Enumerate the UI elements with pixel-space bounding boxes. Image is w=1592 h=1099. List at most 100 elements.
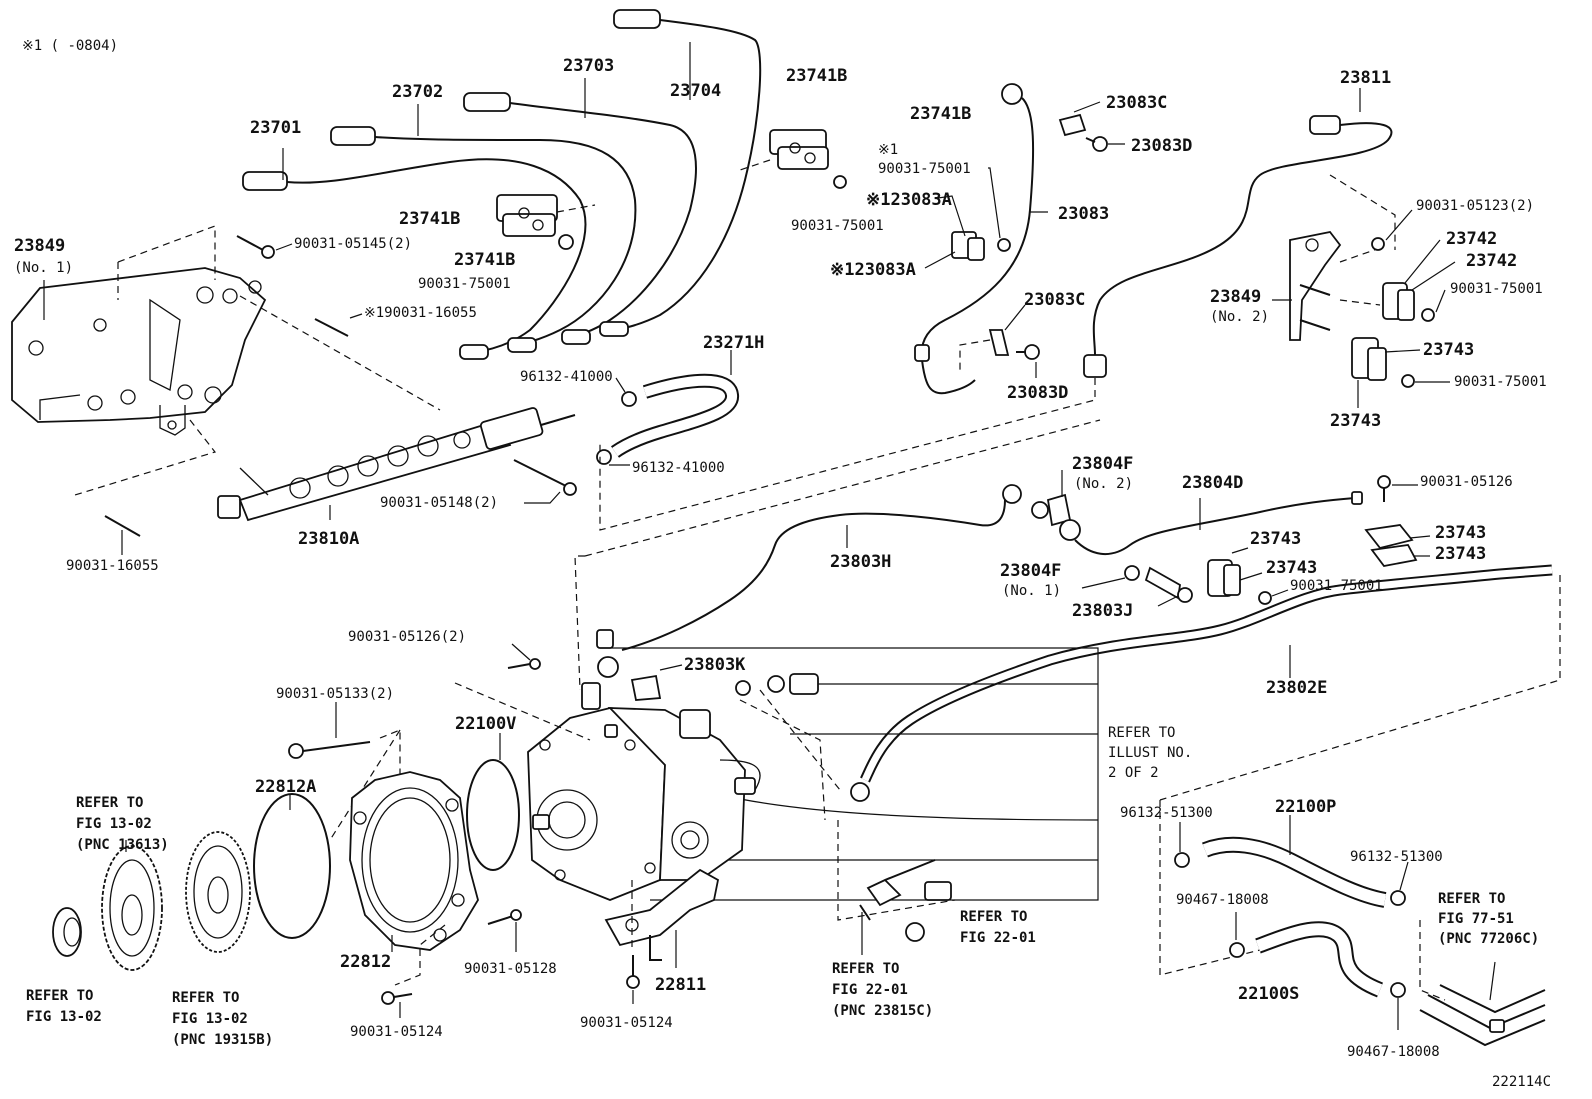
label-96132-41000-upper: 96132-41000	[520, 369, 613, 385]
o-ring-22812a	[253, 793, 331, 939]
label-23083d-lower: 23083D	[1007, 383, 1068, 403]
label-23703: 23703	[563, 56, 614, 76]
bracket-23849-no2	[1289, 231, 1342, 341]
clip-23083c-top	[1058, 113, 1108, 152]
label-90031-05124-left: 90031-05124	[350, 1024, 443, 1040]
label-22812a: 22812A	[255, 777, 316, 797]
bolt-90031-05148	[513, 459, 577, 496]
hose-22100p	[1174, 836, 1406, 908]
label-23083a-lower: ※123083A	[830, 260, 916, 280]
label-90031-75001-right-lower: 90031-75001	[1454, 374, 1547, 390]
label-refer-illust-3: 2 OF 2	[1108, 765, 1159, 781]
pipe-23811	[1083, 115, 1393, 378]
label-23083a-upper: ※123083A	[866, 190, 952, 210]
label-23804f-no2: 23804F	[1072, 454, 1133, 474]
clamp-23741b-center	[496, 194, 574, 250]
label-90031-05126: 90031-05126	[1420, 474, 1513, 490]
label-23742-upper: 23742	[1446, 229, 1497, 249]
pipe-23802e	[850, 564, 1553, 802]
label-refer-2201a-1: REFER TO	[960, 909, 1027, 925]
label-23802e: 23802E	[1266, 678, 1327, 698]
label-23743-right-b: 23743	[1435, 544, 1486, 564]
clamp-23743-mid	[1207, 559, 1272, 605]
label-22100v: 22100V	[455, 714, 516, 734]
label-23743-upper-b: 23743	[1330, 411, 1381, 431]
stud-90031-16055-upper	[314, 318, 349, 337]
label-refer-19315-3: (PNC 19315B)	[172, 1032, 273, 1048]
label-23811: 23811	[1340, 68, 1391, 88]
bracket-23849-no1	[11, 267, 267, 436]
pipe-23803h	[621, 484, 1022, 651]
label-22812: 22812	[340, 952, 391, 972]
label-refer-23815-3: (PNC 23815C)	[832, 1003, 933, 1019]
o-ring-22100v	[466, 759, 520, 871]
injection-pipes	[242, 9, 762, 360]
label-23743-mid-b: 23743	[1266, 558, 1317, 578]
pipe-77206c	[1419, 984, 1546, 1047]
label-23804f-no1-sub: (No. 1)	[1002, 583, 1061, 599]
clamp-23743-right	[1364, 475, 1418, 567]
bolt-90031-05126-2	[507, 658, 541, 670]
label-23743-upper: 23743	[1423, 340, 1474, 360]
header-note: ※1 ( -0804)	[22, 38, 118, 54]
clamp-23083a	[951, 231, 1011, 261]
label-96132-51300-left: 96132-51300	[1120, 805, 1213, 821]
label-90467-18008-left: 90467-18008	[1176, 892, 1269, 908]
label-90467-18008-right: 90467-18008	[1347, 1044, 1440, 1060]
label-23804d: 23804D	[1182, 473, 1243, 493]
label-refer-23815-2: FIG 22-01	[832, 982, 908, 998]
label-90031-05128: 90031-05128	[464, 961, 557, 977]
label-refer-illust-1: REFER TO	[1108, 725, 1175, 741]
label-23803h: 23803H	[830, 552, 891, 572]
label-23741b-top: 23741B	[786, 66, 847, 86]
label-23741b-left: 23741B	[399, 209, 460, 229]
label-refer-77206-1: REFER TO	[1438, 891, 1505, 907]
supply-pump-22100v	[527, 682, 761, 901]
clamp-23741b-top	[769, 129, 847, 189]
label-90031-75001-center: 90031-75001	[418, 276, 511, 292]
label-refer-77206-2: FIG 77-51	[1438, 911, 1514, 927]
label-23083d-top: 23083D	[1131, 136, 1192, 156]
label-90031-75001-upper: 90031-75001	[878, 161, 971, 177]
gear-19315b	[185, 831, 251, 953]
label-23271h: 23271H	[703, 333, 764, 353]
bolt-90031-05133	[288, 741, 371, 759]
label-refer-19315-1: REFER TO	[172, 990, 239, 1006]
label-23810a: 23810A	[298, 529, 359, 549]
label-refer-2201a-2: FIG 22-01	[960, 930, 1036, 946]
label-23803k: 23803K	[684, 655, 746, 675]
bolt-90031-05123	[1371, 237, 1385, 251]
label-refer-19315-2: FIG 13-02	[172, 1011, 248, 1027]
label-23742-lower: 23742	[1466, 251, 1517, 271]
label-23741b-right: 23741B	[910, 104, 971, 124]
fitting-23803k	[596, 629, 819, 701]
pipe-23804d	[1074, 491, 1363, 556]
sensor-23815c	[859, 859, 952, 942]
label-90031-05123: 90031-05123(2)	[1416, 198, 1534, 214]
label-96132-51300-right: 96132-51300	[1350, 849, 1443, 865]
flange-22812	[349, 771, 479, 951]
label-23701: 23701	[250, 118, 301, 138]
label-23849-no1-sub: (No. 1)	[14, 260, 73, 276]
label-90031-05148: 90031-05148(2)	[380, 495, 498, 511]
stud-90031-16055-lower	[104, 515, 141, 537]
label-22811: 22811	[655, 975, 706, 995]
bolt-90031-05128	[487, 909, 522, 925]
clamp-23742	[1382, 282, 1435, 322]
bolt-90031-05124-left	[381, 991, 413, 1005]
bolt-90031-05124-center	[626, 955, 640, 989]
label-90031-05145: 90031-05145(2)	[294, 236, 412, 252]
pipe-23083	[914, 83, 1035, 395]
label-22100s: 22100S	[1238, 984, 1299, 1004]
label-23849-no2-sub: (No. 2)	[1210, 309, 1269, 325]
label-90031-16055-lower: 90031-16055	[66, 558, 159, 574]
gear-13613	[101, 845, 163, 971]
label-23083: 23083	[1058, 204, 1109, 224]
label-23083c-top: 23083C	[1106, 93, 1167, 113]
clamp-23743-upper	[1351, 337, 1415, 388]
label-23741b-lower: 23741B	[454, 250, 515, 270]
label-refer-1302-1: REFER TO	[26, 988, 93, 1004]
bolt-90031-05145	[236, 235, 275, 259]
label-90031-75001-right-upper: 90031-75001	[1450, 281, 1543, 297]
